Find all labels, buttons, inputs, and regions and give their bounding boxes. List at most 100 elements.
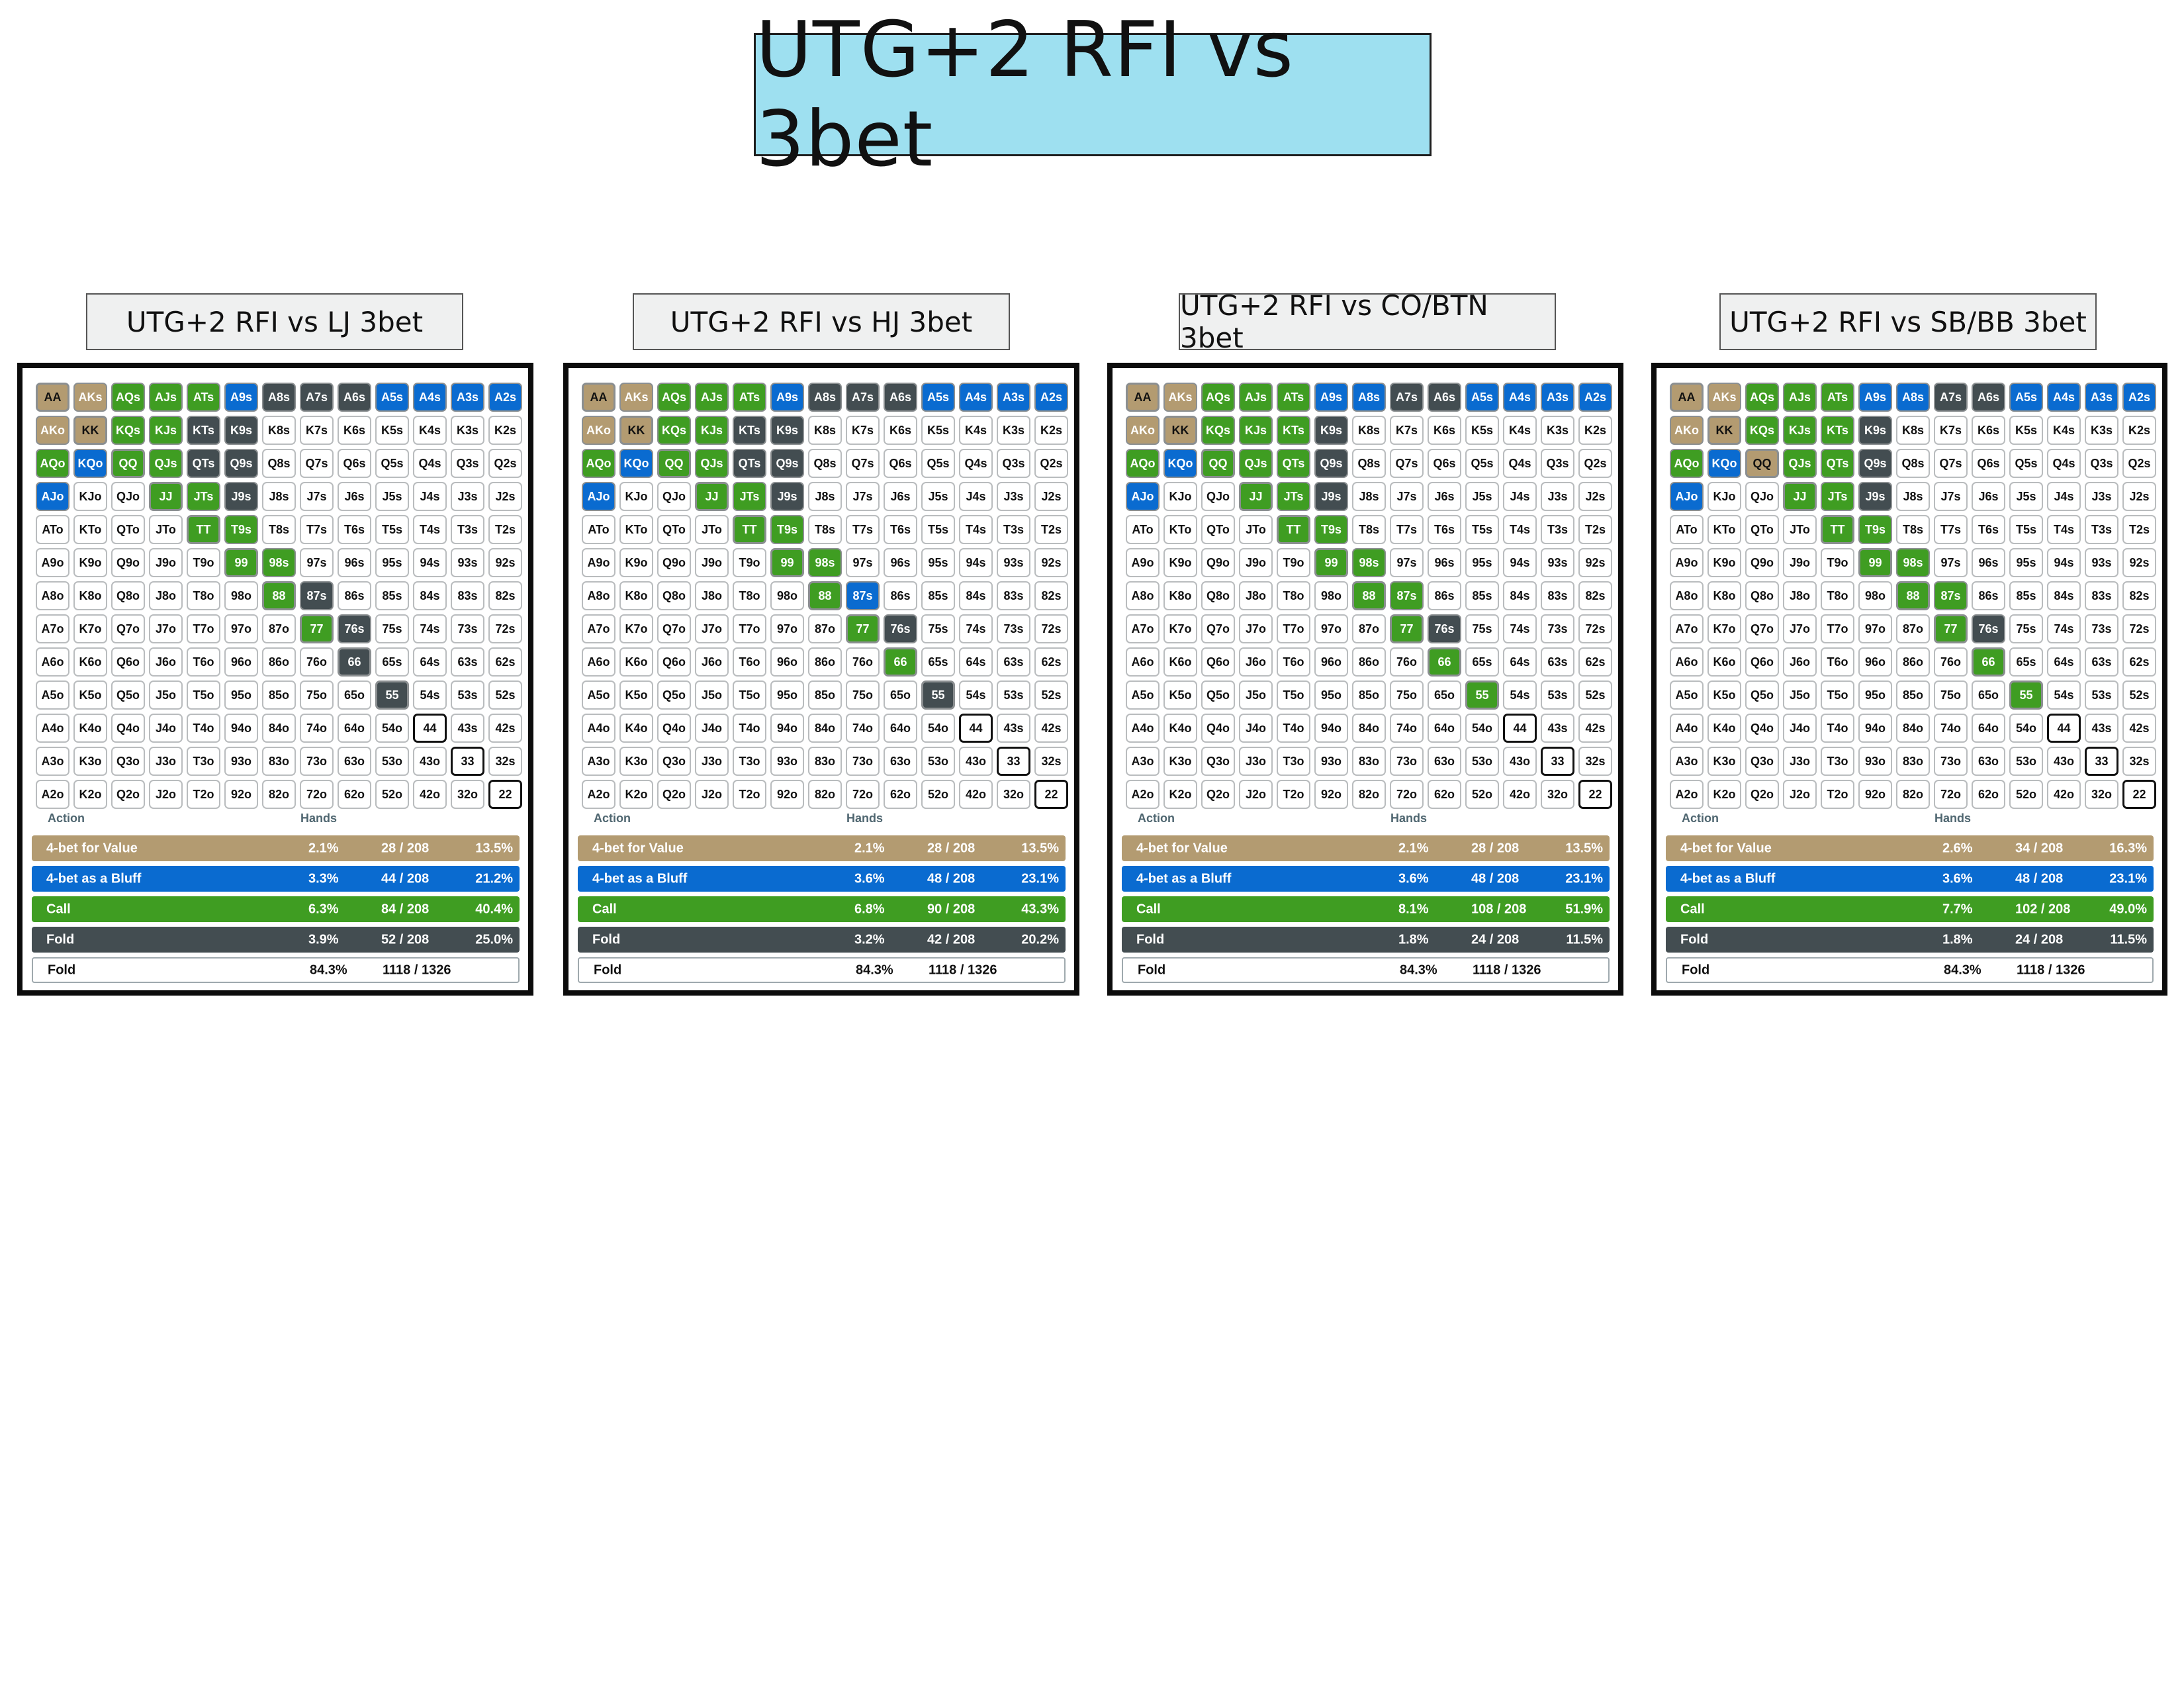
hand-cell: 85s (375, 581, 409, 610)
hand-cell: T7s (300, 515, 334, 544)
hand-cell: 72s (2122, 614, 2156, 643)
hand-cell: 44 (413, 714, 447, 743)
hand-cell: KJs (1783, 416, 1817, 445)
hand-cell: 65o (1972, 680, 2005, 710)
hand-cell: 84o (808, 714, 842, 743)
hand-cell: QQ (111, 449, 145, 478)
legend-action: Call (46, 902, 71, 916)
hand-cell: Q6o (1201, 647, 1235, 677)
hand-cell: K8o (619, 581, 653, 610)
hand-cell: J4s (1503, 482, 1537, 511)
hand-cell: KQo (619, 449, 653, 478)
hand-cell: A6o (1670, 647, 1704, 677)
hand-cell: Q4o (1745, 714, 1779, 743)
legend-action: Fold (1136, 932, 1165, 947)
hand-cell: A3s (2085, 383, 2118, 412)
chart-title-sb-bb: UTG+2 RFI vs SB/BB 3bet (1719, 293, 2097, 350)
hand-cell: 75o (846, 680, 880, 710)
hand-cell: 73s (451, 614, 484, 643)
hand-cell: 52o (2009, 780, 2043, 809)
hand-cell: Q2o (111, 780, 145, 809)
hand-cell: 62o (1428, 780, 1461, 809)
hand-cell: J4o (149, 714, 183, 743)
legend-action: Fold (594, 962, 622, 977)
hand-cell: J4o (695, 714, 729, 743)
hand-cell: KK (73, 416, 107, 445)
hand-cell: 73o (1390, 747, 1424, 776)
hand-cell: T2s (2122, 515, 2156, 544)
hand-cell: 42s (1034, 714, 1068, 743)
hand-cell: J9s (224, 482, 258, 511)
hand-cell: 85s (2009, 581, 2043, 610)
hand-cell: A5o (36, 680, 69, 710)
hand-cell: 84o (262, 714, 296, 743)
hand-cell: JTo (1783, 515, 1817, 544)
hand-cell: 42s (2122, 714, 2156, 743)
legend-pct: 3.6% (1398, 871, 1429, 886)
hand-cell: T8o (1821, 581, 1854, 610)
hand-cell: 64s (959, 647, 993, 677)
hand-cell: K4s (959, 416, 993, 445)
hand-cell: KQs (1201, 416, 1235, 445)
legend-hands-header: Hands (1390, 812, 1428, 825)
hand-cell: 93o (1314, 747, 1348, 776)
hand-cell: 74s (413, 614, 447, 643)
hand-cell: 54o (2009, 714, 2043, 743)
hand-cell: K3o (619, 747, 653, 776)
hand-cell: Q8o (111, 581, 145, 610)
hand-cell: QJs (1783, 449, 1817, 478)
hand-cell: Q8s (1896, 449, 1930, 478)
hand-cell: AA (1670, 383, 1704, 412)
hand-cell: 63o (338, 747, 371, 776)
hand-cell: Q5o (111, 680, 145, 710)
hand-cell: Q2s (2122, 449, 2156, 478)
hand-cell: 96s (884, 548, 917, 577)
hand-cell: KQs (657, 416, 691, 445)
hand-cell: 97s (300, 548, 334, 577)
hand-cell: 82s (2122, 581, 2156, 610)
hand-cell: J2s (488, 482, 522, 511)
hand-cell: ATs (1277, 383, 1310, 412)
hand-cell: A4s (959, 383, 993, 412)
hand-cell: A7s (1390, 383, 1424, 412)
hand-cell: Q2s (1578, 449, 1612, 478)
hand-cell: QQ (1745, 449, 1779, 478)
hand-cell: 53s (1541, 680, 1574, 710)
hand-cell: 93o (224, 747, 258, 776)
hand-cell: K9o (619, 548, 653, 577)
hand-cell: T5s (2009, 515, 2043, 544)
hand-cell: 62s (1034, 647, 1068, 677)
hand-cell: QJo (1201, 482, 1235, 511)
hand-cell: Q7s (1934, 449, 1968, 478)
hand-cell: Q2s (1034, 449, 1068, 478)
hand-cell: K3s (451, 416, 484, 445)
hand-cell: 82s (1578, 581, 1612, 610)
hand-cell: 43s (2085, 714, 2118, 743)
hand-cell: Q8s (262, 449, 296, 478)
hand-cell: J2s (2122, 482, 2156, 511)
legend-share: 40.4% (475, 902, 513, 916)
hand-cell: T6s (1972, 515, 2005, 544)
hand-cell: T4s (959, 515, 993, 544)
legend-share: 43.3% (1021, 902, 1059, 916)
hand-cell: K9s (770, 416, 804, 445)
hand-cell: 95s (921, 548, 955, 577)
hand-cell: K7o (73, 614, 107, 643)
hand-cell: QTo (111, 515, 145, 544)
legend-share: 23.1% (1021, 871, 1059, 886)
hand-cell: 64s (2047, 647, 2081, 677)
hand-cell: T9o (1821, 548, 1854, 577)
hand-cell: Q8o (657, 581, 691, 610)
hand-cell: 76o (300, 647, 334, 677)
hand-cell: KQo (1707, 449, 1741, 478)
legend-share: 16.3% (2109, 841, 2147, 855)
hand-cell: 42o (959, 780, 993, 809)
hand-cell: JTs (1277, 482, 1310, 511)
hand-cell: J2o (695, 780, 729, 809)
hand-cell: Q9o (657, 548, 691, 577)
hand-cell: J3o (149, 747, 183, 776)
